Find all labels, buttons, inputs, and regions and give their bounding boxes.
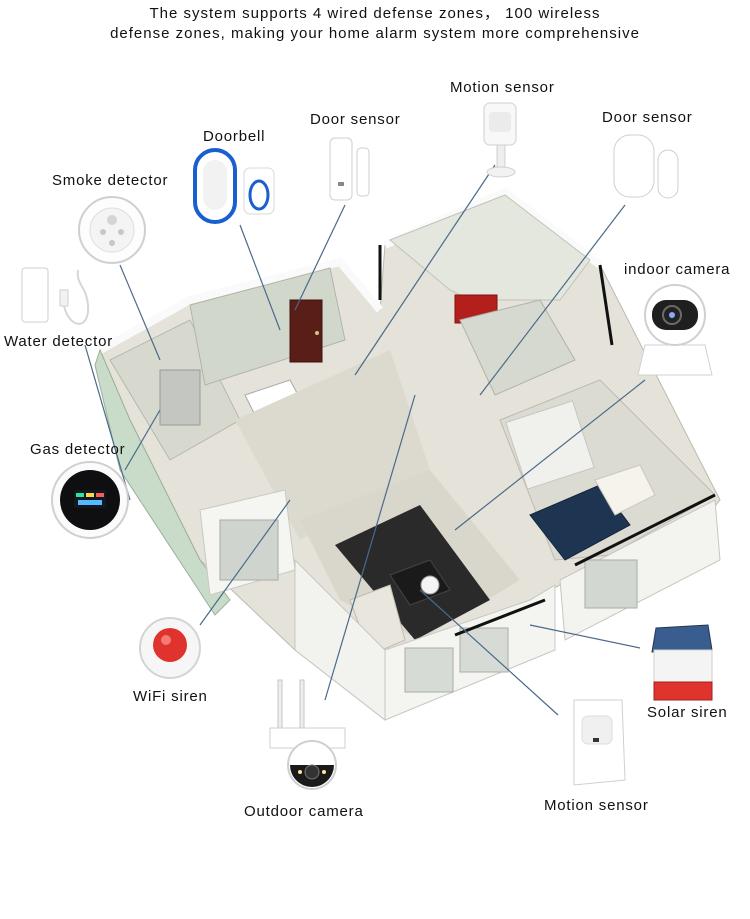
doorbell-icon: [193, 148, 275, 224]
house-floorplan: [94, 187, 721, 722]
solar-siren-icon: [651, 624, 713, 701]
leader-water-detector: [84, 344, 131, 501]
bathroom: [459, 299, 576, 396]
label-solar-siren: Solar siren: [647, 704, 728, 721]
label-smoke-detector: Smoke detector: [52, 172, 169, 189]
door-sensor-right-icon: [613, 134, 679, 199]
leader-lines: [84, 164, 646, 716]
indoor-camera-icon: [637, 284, 713, 376]
outdoor-camera-icon: [269, 679, 346, 790]
headline-line-2: defense zones, making your home alarm sy…: [110, 25, 640, 42]
leader-wifi-siren: [199, 499, 291, 626]
label-door-sensor-left: Door sensor: [310, 111, 401, 128]
label-water-detector: Water detector: [4, 333, 114, 350]
motion-sensor-bottom-icon: [573, 699, 626, 786]
door-sensor-left-icon: [329, 137, 370, 201]
label-motion-sensor-bottom: Motion sensor: [544, 797, 649, 814]
label-indoor-camera: indoor camera: [624, 261, 731, 278]
smoke-detector-icon: [78, 196, 146, 264]
washer: [159, 369, 201, 426]
entrance-door: [289, 299, 323, 363]
leader-solar-siren: [529, 624, 641, 649]
label-wifi-siren: WiFi siren: [133, 688, 208, 705]
leader-smoke-detector: [119, 264, 161, 361]
leader-doorbell: [239, 224, 281, 331]
coffee-table: [389, 559, 451, 606]
leader-motion-sensor-top: [354, 164, 496, 376]
headline-line-1: The system supports 4 wired defense zone…: [149, 5, 601, 22]
leader-outdoor-camera: [324, 394, 416, 701]
leader-gas-detector: [124, 409, 161, 471]
wardrobe: [505, 400, 595, 490]
water-detector-icon: [21, 267, 90, 325]
gas-detector-icon: [51, 461, 129, 539]
motion-sensor-top-icon: [483, 102, 517, 178]
dining-wall: [189, 267, 346, 386]
leader-indoor-camera: [454, 379, 646, 531]
master-bed: [529, 484, 631, 561]
leader-door-sensor-right: [479, 204, 626, 396]
bedroom-top-wall: [389, 194, 591, 301]
label-door-sensor-right: Door sensor: [602, 109, 693, 126]
label-outdoor-camera: Outdoor camera: [244, 803, 364, 820]
leader-motion-sensor-bottom: [419, 589, 559, 716]
wifi-siren-icon: [139, 617, 201, 679]
leader-door-sensor-left: [294, 204, 346, 311]
label-doorbell: Doorbell: [203, 128, 266, 145]
label-gas-detector: Gas detector: [30, 441, 126, 458]
label-motion-sensor-top: Motion sensor: [450, 79, 555, 96]
